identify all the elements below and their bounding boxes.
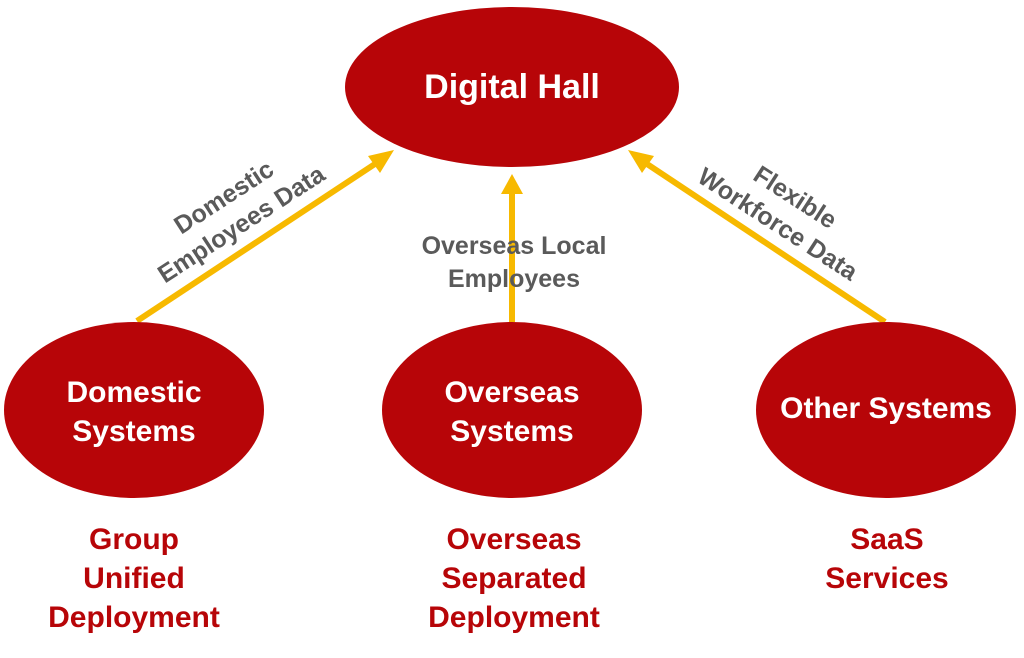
node-overseas-systems-line2: Systems <box>450 415 573 448</box>
arrowhead-domestic <box>368 150 394 173</box>
caption-overseas: Overseas Separated Deployment <box>428 523 600 634</box>
edge-label-overseas-line1: Overseas Local <box>422 232 607 260</box>
node-digital-hall: Digital Hall <box>345 7 679 167</box>
caption-domestic-line2: Unified <box>83 562 185 595</box>
arrowhead-other <box>628 150 654 173</box>
edge-label-overseas: Overseas Local Employees <box>422 232 607 293</box>
node-digital-hall-label: Digital Hall <box>424 68 600 106</box>
caption-overseas-line3: Deployment <box>428 601 600 634</box>
caption-overseas-line1: Overseas <box>446 523 581 556</box>
caption-overseas-line2: Separated <box>441 562 586 595</box>
arrows <box>135 150 887 325</box>
arrow-other-to-hub <box>636 155 887 325</box>
node-overseas-systems: Overseas Systems <box>382 322 642 498</box>
caption-other-line2: Services <box>825 562 948 595</box>
caption-domestic-line3: Deployment <box>48 601 220 634</box>
arrow-domestic-to-hub <box>135 155 386 324</box>
caption-other: SaaS Services <box>825 523 948 595</box>
node-other-systems: Other Systems <box>756 322 1016 498</box>
node-domestic-systems: Domestic Systems <box>4 322 264 498</box>
node-other-systems-label: Other Systems <box>780 392 992 425</box>
arrowhead-overseas <box>501 174 523 194</box>
caption-domestic: Group Unified Deployment <box>48 523 220 634</box>
node-domestic-systems-line1: Domestic <box>66 376 201 409</box>
caption-domestic-line1: Group <box>89 523 179 556</box>
edge-label-overseas-line2: Employees <box>448 265 580 293</box>
node-domestic-systems-line2: Systems <box>72 415 195 448</box>
caption-other-line1: SaaS <box>850 523 923 556</box>
node-overseas-systems-line1: Overseas <box>444 376 579 409</box>
